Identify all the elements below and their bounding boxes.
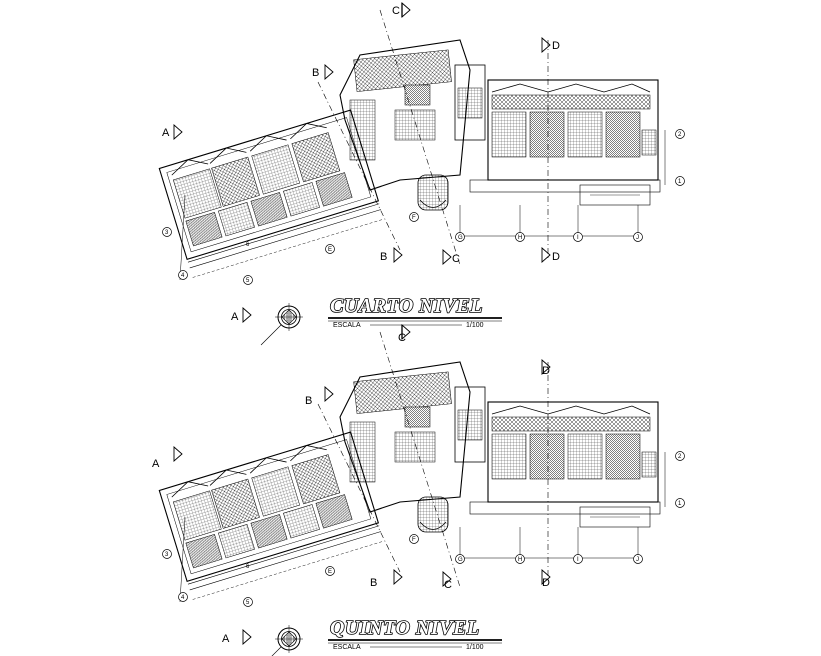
section-markers: C D B A B C D A — [152, 332, 550, 645]
scale-value: 1/100 — [466, 644, 484, 651]
section-c-bottom: C — [452, 253, 460, 265]
axis-label: F — [412, 215, 416, 221]
axis-label: 2 — [678, 454, 682, 460]
scale-label: ESCALA — [333, 322, 361, 329]
section-b-bottom: B — [370, 577, 377, 589]
plan-quinto-nivel: QUINTO NIVEL ESCALA 1/100 C D B A B C D … — [152, 324, 686, 656]
plan-title: CUARTO NIVEL — [330, 295, 483, 317]
section-d-top: D — [542, 365, 550, 377]
axis-label: J — [636, 557, 639, 563]
axis-label: 3 — [165, 230, 169, 236]
axis-label: F — [412, 537, 416, 543]
axis-labels: 3 4 5 E F G H I J 2 1 6 — [165, 132, 682, 284]
section-c-bottom: C — [444, 579, 452, 591]
axis-label: G — [458, 557, 463, 563]
axis-label: H — [518, 235, 522, 241]
section-a-top: A — [162, 127, 170, 139]
section-a-bottom: A — [231, 311, 239, 323]
section-a-bottom: A — [222, 633, 230, 645]
section-d-top: D — [552, 40, 560, 52]
section-markers: C D B A B C D A — [162, 5, 560, 323]
axis-label: 3 — [165, 552, 169, 558]
plan-title: QUINTO NIVEL — [330, 617, 480, 639]
axis-label: 5 — [246, 600, 250, 606]
axis-label: J — [636, 235, 639, 241]
axis-label: H — [518, 557, 522, 563]
axis-label: 4 — [181, 595, 185, 601]
axis-label: 2 — [678, 132, 682, 138]
axis-labels: 3 4 5 E F G H I J 2 1 6 — [165, 454, 682, 606]
section-b-top: B — [305, 395, 312, 407]
section-d-bottom: D — [552, 251, 560, 263]
axis-label: 5 — [246, 278, 250, 284]
section-b-bottom: B — [380, 251, 387, 263]
section-b-top: B — [312, 67, 319, 79]
scale-value: 1/100 — [466, 322, 484, 329]
axis-label: 6 — [246, 242, 250, 248]
section-d-bottom: D — [542, 577, 550, 589]
section-a-top: A — [152, 458, 160, 470]
section-c-top: C — [392, 5, 400, 17]
axis-label: 4 — [181, 273, 185, 279]
axis-label: 6 — [246, 564, 250, 570]
axis-label: I — [577, 235, 579, 241]
axis-label: E — [328, 247, 332, 253]
plan-cuarto-nivel: CUARTO NIVEL ESCALA 1/100 C D B A B C D … — [158, 2, 686, 346]
section-c-top: C — [398, 332, 406, 344]
axis-label: E — [328, 569, 332, 575]
axis-label: I — [577, 557, 579, 563]
axis-label: G — [458, 235, 463, 241]
scale-label: ESCALA — [333, 644, 361, 651]
axis-label: 1 — [678, 501, 682, 507]
axis-label: 1 — [678, 179, 682, 185]
